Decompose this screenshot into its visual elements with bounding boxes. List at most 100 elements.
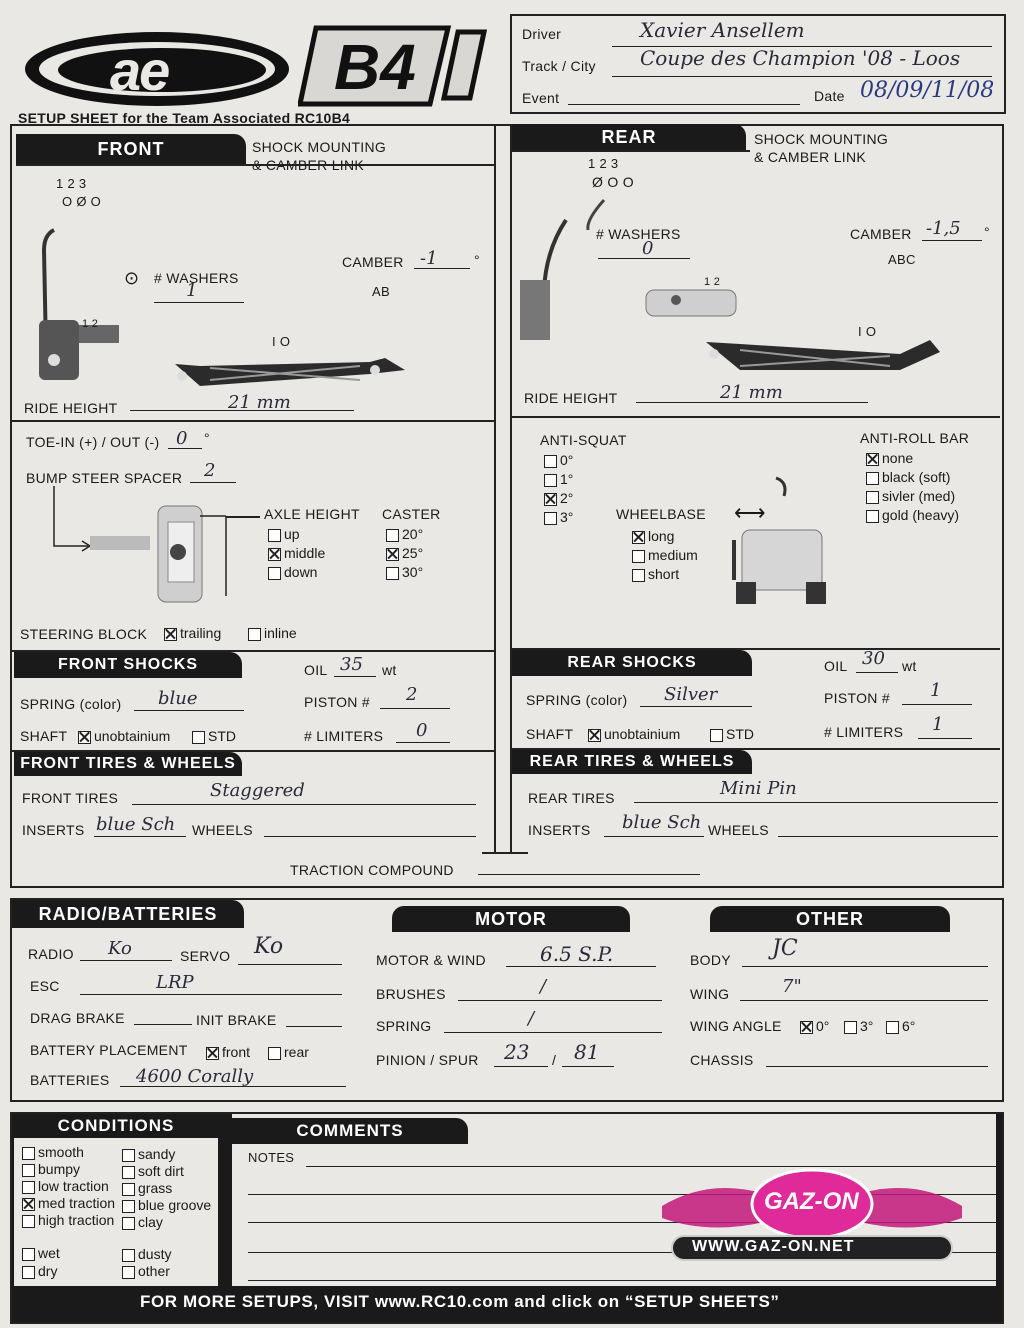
condition-bumpy[interactable]: bumpy	[22, 1161, 115, 1178]
notes-line-5[interactable]	[248, 1280, 996, 1281]
spur-value[interactable]: 81	[574, 1040, 600, 1064]
antiroll-option-black[interactable]: black (soft)	[866, 469, 950, 485]
antiroll-option-silver[interactable]: sivler (med)	[866, 488, 955, 504]
placement-option-front[interactable]: front	[206, 1044, 250, 1060]
rear-limiters-value[interactable]: 1	[932, 714, 944, 735]
caster-20-checkbox[interactable]	[386, 528, 399, 542]
condition-dry[interactable]: dry	[22, 1262, 60, 1280]
notes-line-2[interactable]	[248, 1194, 996, 1195]
antisquat-3-checkbox[interactable]	[544, 511, 557, 525]
antiroll-option-gold[interactable]: gold (heavy)	[866, 507, 959, 523]
rear-camber-value[interactable]: -1,5	[926, 218, 961, 239]
axle-option-up[interactable]: up	[268, 526, 300, 542]
wing-value[interactable]: 7"	[782, 976, 802, 997]
antisquat-1-checkbox[interactable]	[544, 473, 557, 487]
antisquat-0-checkbox[interactable]	[544, 454, 557, 468]
condition-grass[interactable]: grass	[122, 1180, 211, 1197]
placement-front-checkbox[interactable]	[206, 1046, 219, 1060]
antiroll-black-checkbox[interactable]	[866, 471, 879, 485]
antiroll-none-checkbox[interactable]	[866, 452, 879, 466]
rear-shaft-std[interactable]: STD	[710, 726, 754, 742]
notes-line-4[interactable]	[248, 1252, 996, 1253]
driver-value[interactable]: Xavier Ansellem	[640, 18, 805, 42]
front-piston-value[interactable]: 2	[406, 684, 418, 705]
condition-soft-dirt[interactable]: soft dirt	[122, 1163, 211, 1180]
front-spring-value[interactable]: blue	[158, 688, 198, 709]
front-shaft-std[interactable]: STD	[192, 728, 236, 744]
antisquat-option-1[interactable]: 1°	[544, 471, 573, 487]
caster-option-25[interactable]: 25°	[386, 545, 423, 561]
condition-med-traction[interactable]: med traction	[22, 1195, 115, 1212]
condition-other[interactable]: other	[122, 1263, 171, 1280]
antiroll-silver-checkbox[interactable]	[866, 490, 879, 504]
motor-wind-value[interactable]: 6.5 S.P.	[540, 942, 614, 966]
condition-high-traction[interactable]: high traction	[22, 1212, 115, 1229]
condition-blue-groove[interactable]: blue groove	[122, 1197, 211, 1214]
steering-trailing-checkbox[interactable]	[164, 627, 177, 641]
wheelbase-option-short[interactable]: short	[632, 566, 679, 582]
placement-rear-checkbox[interactable]	[268, 1046, 281, 1060]
placement-option-rear[interactable]: rear	[268, 1044, 309, 1060]
condition-low-traction[interactable]: low traction	[22, 1178, 115, 1195]
steering-option-inline[interactable]: inline	[248, 625, 297, 641]
condition-wet[interactable]: wet	[22, 1244, 60, 1262]
rear-spring-value[interactable]: Silver	[664, 684, 718, 705]
caster-option-20[interactable]: 20°	[386, 526, 423, 542]
motor-spring-value[interactable]: /	[528, 1008, 535, 1029]
antiroll-gold-checkbox[interactable]	[866, 509, 879, 523]
steering-option-trailing[interactable]: trailing	[164, 625, 221, 641]
condition-clay[interactable]: clay	[122, 1214, 211, 1231]
wheelbase-option-long[interactable]: long	[632, 528, 674, 544]
front-shaft-unobtainium[interactable]: unobtainium	[78, 728, 170, 744]
notes-line-1[interactable]	[306, 1166, 996, 1167]
wing-angle-0-checkbox[interactable]	[800, 1020, 813, 1034]
rear-shaft-unobtainium[interactable]: unobtainium	[588, 726, 680, 742]
front-inserts-value[interactable]: blue Sch	[96, 814, 176, 835]
rear-oil-value[interactable]: 30	[862, 648, 885, 669]
pinion-value[interactable]: 23	[504, 1040, 530, 1064]
radio-value[interactable]: Ko	[108, 938, 132, 959]
front-oil-value[interactable]: 35	[340, 654, 363, 675]
rear-piston-value[interactable]: 1	[930, 680, 942, 701]
antisquat-option-2[interactable]: 2°	[544, 490, 573, 506]
wing-angle-6[interactable]: 6°	[886, 1018, 915, 1034]
esc-value[interactable]: LRP	[156, 972, 194, 993]
axle-option-middle[interactable]: middle	[268, 545, 325, 561]
axle-option-down[interactable]: down	[268, 564, 317, 580]
wing-angle-3[interactable]: 3°	[844, 1018, 873, 1034]
antisquat-option-3[interactable]: 3°	[544, 509, 573, 525]
wheelbase-medium-checkbox[interactable]	[632, 549, 645, 563]
front-shaft-unobtainium-checkbox[interactable]	[78, 730, 91, 744]
condition-sandy[interactable]: sandy	[122, 1146, 211, 1163]
wing-angle-3-checkbox[interactable]	[844, 1020, 857, 1034]
front-washers-value[interactable]: 1	[186, 280, 198, 301]
front-tires-value[interactable]: Staggered	[210, 780, 305, 801]
condition-dusty[interactable]: dusty	[122, 1246, 171, 1263]
condition-smooth[interactable]: smooth	[22, 1144, 115, 1161]
front-toe-value[interactable]: 0	[176, 428, 188, 449]
wheelbase-option-medium[interactable]: medium	[632, 547, 698, 563]
caster-25-checkbox[interactable]	[386, 547, 399, 561]
rear-shaft-std-checkbox[interactable]	[710, 728, 723, 742]
body-value[interactable]: JC	[772, 936, 798, 961]
wheelbase-long-checkbox[interactable]	[632, 530, 645, 544]
axle-up-checkbox[interactable]	[268, 528, 281, 542]
batteries-value[interactable]: 4600 Corally	[136, 1066, 254, 1087]
front-ride-height-value[interactable]: 21 mm	[228, 392, 291, 413]
wheelbase-short-checkbox[interactable]	[632, 568, 645, 582]
axle-middle-checkbox[interactable]	[268, 547, 281, 561]
front-shaft-std-checkbox[interactable]	[192, 730, 205, 744]
notes-line-3[interactable]	[248, 1222, 996, 1223]
front-camber-value[interactable]: -1	[420, 248, 438, 269]
antisquat-2-checkbox[interactable]	[544, 492, 557, 506]
antisquat-option-0[interactable]: 0°	[544, 452, 573, 468]
track-value[interactable]: Coupe des Champion '08 - Loos	[640, 46, 961, 70]
front-limiters-value[interactable]: 0	[416, 720, 428, 741]
date-value[interactable]: 08/09/11/08	[860, 78, 995, 103]
steering-inline-checkbox[interactable]	[248, 627, 261, 641]
brushes-value[interactable]: /	[540, 976, 547, 997]
front-bump-value[interactable]: 2	[204, 460, 216, 481]
caster-option-30[interactable]: 30°	[386, 564, 423, 580]
rear-inserts-value[interactable]: blue Sch	[622, 812, 702, 833]
axle-down-checkbox[interactable]	[268, 566, 281, 580]
